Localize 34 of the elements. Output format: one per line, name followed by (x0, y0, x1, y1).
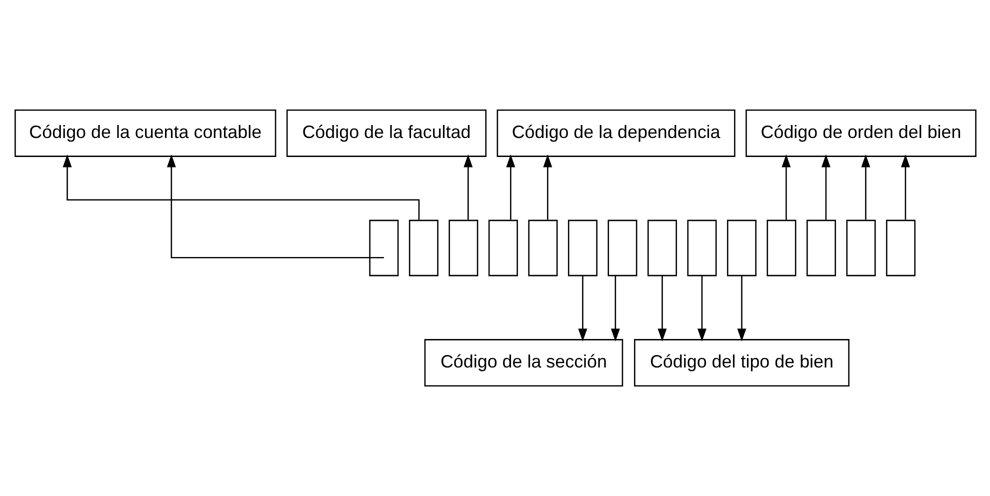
node-box (886, 220, 916, 276)
node-box: Código de la facultad (286, 109, 486, 157)
arrow (578, 276, 587, 342)
node-box (646, 220, 676, 276)
arrow (696, 276, 706, 342)
arrow (542, 154, 552, 220)
arrow (62, 154, 420, 220)
node-box (408, 220, 438, 276)
node-box (567, 220, 597, 276)
arrow (506, 154, 515, 220)
node-box (488, 220, 518, 276)
node-box (726, 220, 756, 276)
node-box (766, 220, 796, 276)
arrow (860, 154, 870, 220)
node-box (846, 220, 876, 276)
node-box: Código de la dependencia (496, 109, 735, 157)
node-box (448, 220, 478, 276)
node-box: Código de orden del bien (745, 109, 976, 157)
node-box (607, 220, 637, 276)
arrow (657, 276, 666, 342)
node-box: Código de la sección (424, 339, 623, 387)
arrow (781, 154, 790, 220)
node-box: Código del tipo de bien (634, 339, 849, 387)
arrow (610, 276, 620, 342)
arrow (736, 276, 746, 342)
node-box (686, 220, 716, 276)
arrow (463, 154, 472, 220)
arrow (166, 154, 384, 258)
arrow (900, 154, 910, 220)
node-box (528, 220, 558, 276)
node-box (368, 220, 398, 276)
node-box (806, 220, 836, 276)
node-box: Código de la cuenta contable (14, 109, 276, 157)
arrow (820, 154, 830, 220)
